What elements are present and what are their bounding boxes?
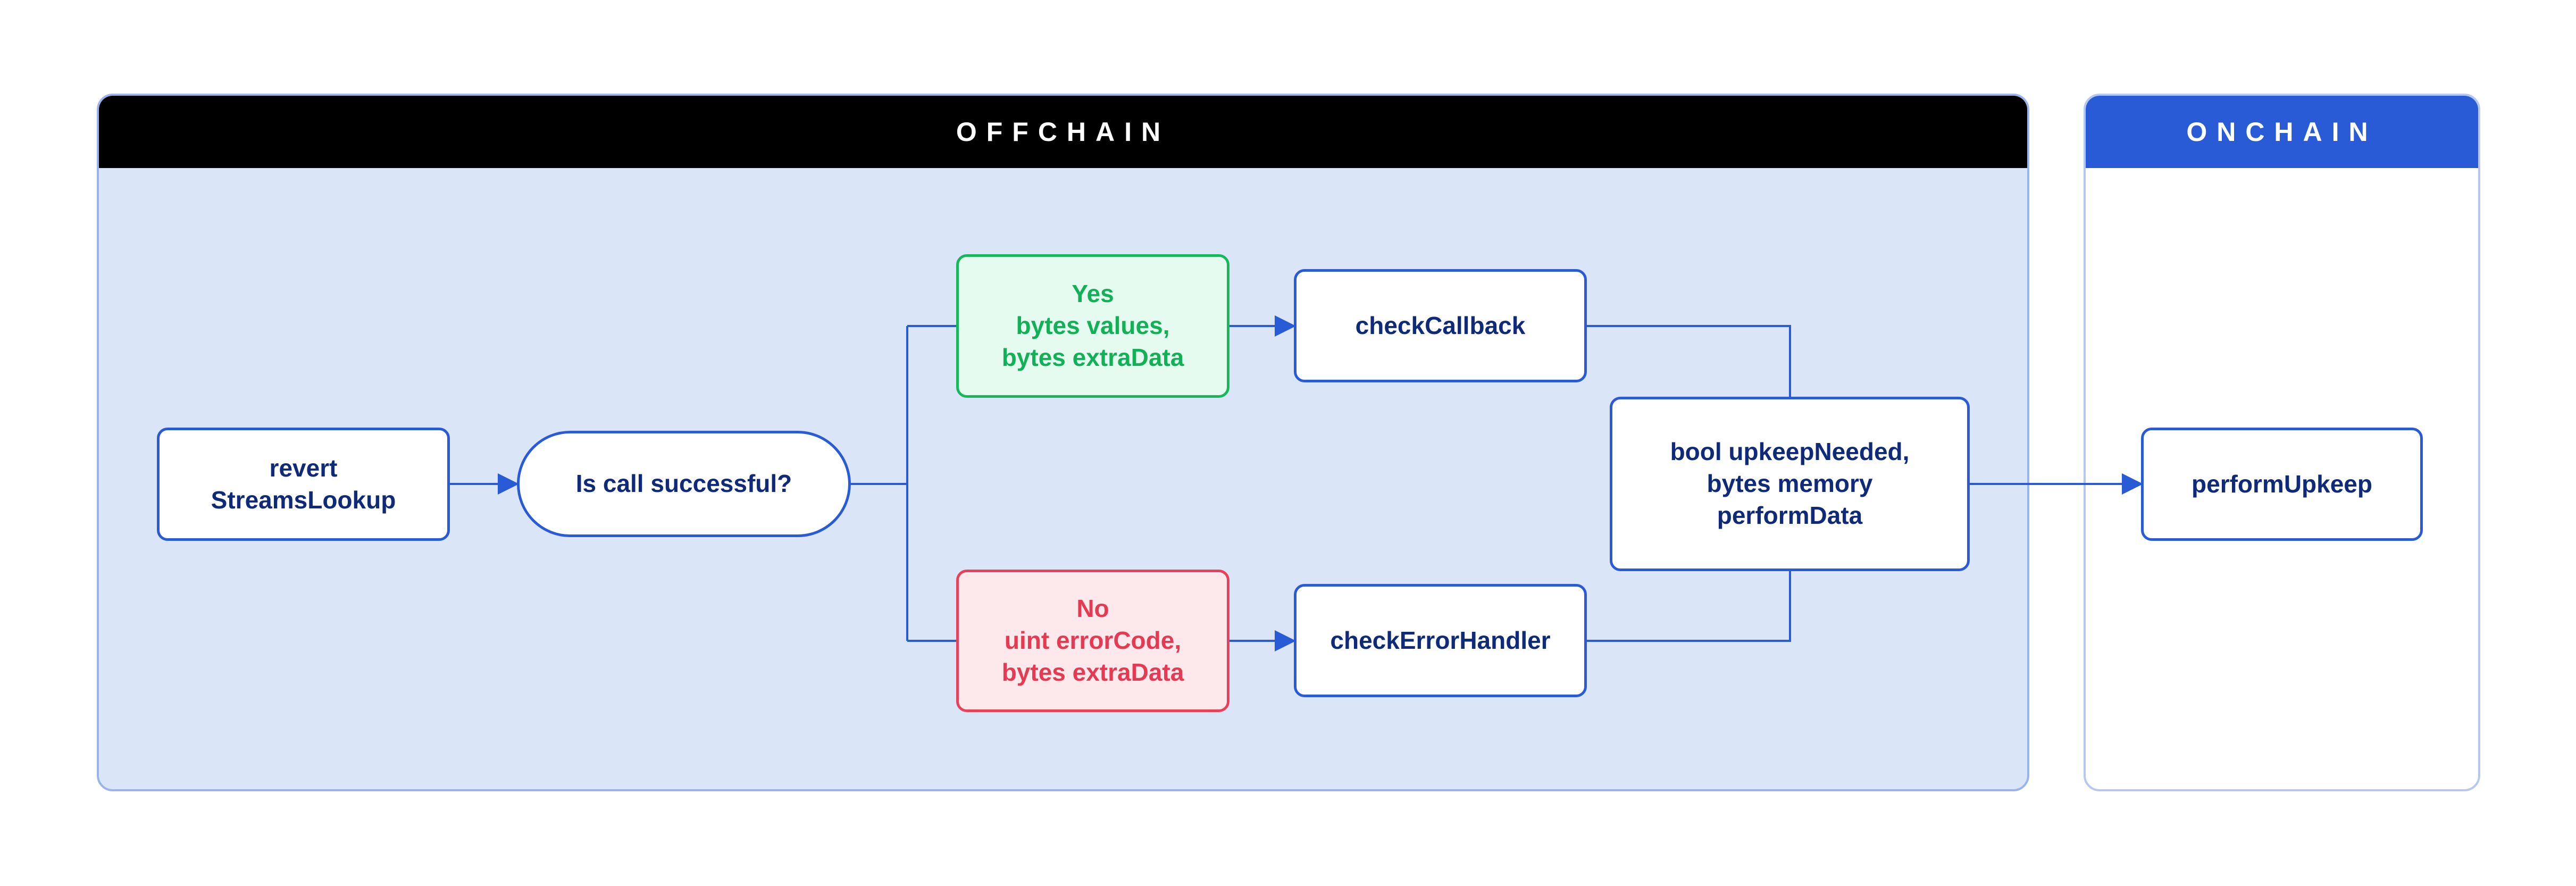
line-checkerrorhandler-to-result [1587,571,1791,642]
is-call-successful-decision: Is call successful? [517,431,851,537]
perform-upkeep-node: performUpkeep [2141,428,2423,541]
check-error-handler-node: checkErrorHandler [1294,584,1587,697]
no-branch-node: No uint errorCode, bytes extraData [956,570,1230,712]
revert-streams-lookup-node: revert StreamsLookup [157,428,450,541]
line-checkcallback-to-result [1587,325,1791,397]
onchain-header: ONCHAIN [2086,96,2478,168]
offchain-header: OFFCHAIN [99,96,2027,168]
check-callback-node: checkCallback [1294,269,1587,382]
yes-branch-node: Yes bytes values, bytes extraData [956,254,1230,398]
upkeep-result-node: bool upkeepNeeded, bytes memory performD… [1610,397,1970,571]
